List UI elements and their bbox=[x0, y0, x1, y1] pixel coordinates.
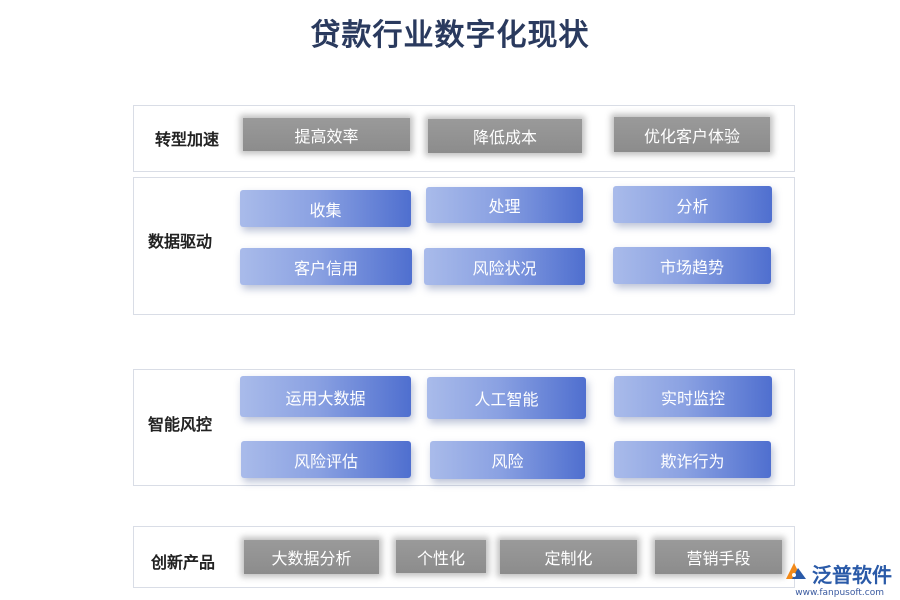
item-analyze: 分析 bbox=[613, 186, 772, 223]
item-collect: 收集 bbox=[240, 190, 411, 227]
item-risk-eval: 风险评估 bbox=[241, 441, 411, 478]
item-risk-status: 风险状况 bbox=[424, 248, 585, 285]
item-personalization: 个性化 bbox=[396, 540, 486, 573]
section-label-innovation: 创新产品 bbox=[151, 553, 216, 572]
item-fraud: 欺诈行为 bbox=[614, 441, 771, 478]
brand-logo: 泛普软件 bbox=[784, 558, 892, 588]
item-customization: 定制化 bbox=[500, 540, 637, 574]
page-title: 贷款行业数字化现状 bbox=[310, 18, 590, 53]
item-process: 处理 bbox=[426, 187, 583, 223]
section-label-transform: 转型加速 bbox=[155, 130, 220, 149]
item-risk: 风险 bbox=[430, 441, 585, 479]
item-cost: 降低成本 bbox=[428, 119, 582, 153]
item-realtime: 实时监控 bbox=[614, 376, 772, 417]
item-marketing: 营销手段 bbox=[655, 540, 782, 574]
item-efficiency: 提高效率 bbox=[243, 118, 410, 151]
section-label-data: 数据驱动 bbox=[148, 232, 213, 251]
item-credit: 客户信用 bbox=[240, 248, 412, 285]
item-bigdata-analysis: 大数据分析 bbox=[244, 540, 379, 574]
item-experience: 优化客户体验 bbox=[614, 117, 770, 152]
item-ai: 人工智能 bbox=[427, 377, 586, 419]
logo-icon bbox=[784, 559, 808, 587]
logo-name: 泛普软件 bbox=[812, 562, 892, 587]
item-market: 市场趋势 bbox=[613, 247, 771, 284]
logo-url: www.fanpusoft.com bbox=[795, 588, 884, 598]
section-label-risk-control: 智能风控 bbox=[148, 415, 213, 434]
item-bigdata: 运用大数据 bbox=[240, 376, 411, 417]
